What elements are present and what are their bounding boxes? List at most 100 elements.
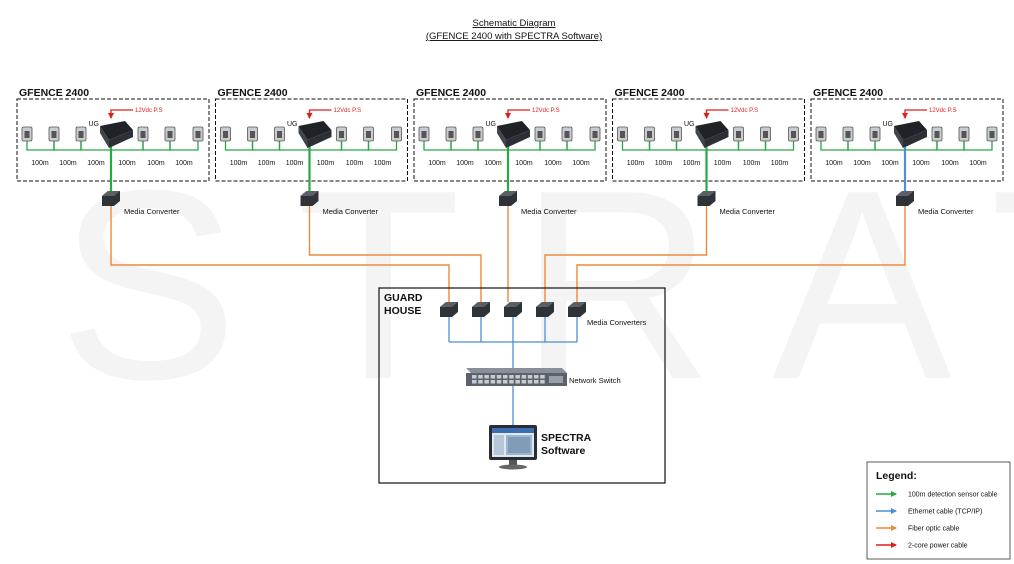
fiber-optic-cable [308, 206, 482, 302]
zone-boundary [16, 98, 210, 182]
distance-label: 100m [683, 160, 701, 167]
sensor-icon [561, 126, 573, 142]
distance-label: 100m [912, 160, 930, 167]
media-converter-icon [499, 191, 517, 206]
sensor-icon [247, 126, 258, 142]
legend-item-label: 100m detection sensor cable [908, 492, 998, 499]
sensor-icon [48, 126, 60, 142]
distance-label: 100m [118, 160, 136, 167]
guard-house: GUARD HOUSE Media Converters Network Swi… [378, 287, 666, 484]
fiber-optic-cable [544, 206, 708, 302]
legend-item-label: Fiber optic cable [908, 526, 959, 533]
network-switch-label: Network Switch [569, 376, 621, 385]
distance-label: 100m [317, 160, 335, 167]
ug-controller-icon [695, 121, 729, 148]
media-converter-icon [472, 302, 490, 317]
ug-controller-icon [497, 121, 530, 148]
media-converter-icon [440, 302, 458, 317]
distance-label: 100m [428, 160, 446, 167]
distance-label: 100m [286, 160, 304, 167]
media-converter-icon [896, 191, 914, 206]
sensor-icon [760, 126, 771, 142]
media-converter-label: Media Converter [521, 207, 577, 216]
ug-label: UG [684, 121, 695, 128]
distance-label: 100m [87, 160, 105, 167]
zone-title: GFENCE 2400 [416, 87, 486, 99]
fiber-optic-cable [576, 206, 906, 302]
sensor-icon [589, 126, 601, 142]
power-cable [902, 109, 927, 119]
ug-label: UG [883, 121, 894, 128]
media-converters-label: Media Converters [587, 318, 646, 327]
network-switch-icon [466, 368, 567, 386]
media-converter-icon [568, 302, 586, 317]
zone-title: GFENCE 2400 [19, 87, 89, 99]
distance-label: 100m [374, 160, 392, 167]
power-supply-label: 12Vdc P.S [334, 108, 362, 114]
sensor-icon [164, 126, 176, 142]
sensor-icon [274, 126, 285, 142]
distance-label: 100m [853, 160, 871, 167]
spectra-software-subtitle: Software [541, 445, 586, 457]
sensor-icon [815, 126, 827, 142]
distance-label: 100m [346, 160, 364, 167]
sensor-runs [26, 141, 199, 151]
sensor-icon [842, 126, 854, 142]
distance-label: 100m [627, 160, 645, 167]
media-converter-icon [102, 191, 120, 206]
zone-boundary [413, 98, 607, 182]
sensor-icon [192, 126, 204, 142]
media-converter-label: Media Converter [720, 207, 776, 216]
media-converter-label: Media Converter [323, 207, 379, 216]
distance-label: 100m [771, 160, 789, 167]
media-converter-icon [300, 191, 319, 206]
sensor-icon [788, 126, 799, 142]
sensor-runs [820, 141, 993, 151]
sensor-icon [445, 126, 457, 142]
guard-house-converters [440, 302, 586, 425]
sensor-icon [336, 126, 347, 142]
sensor-icon [986, 126, 998, 142]
distance-label: 100m [941, 160, 959, 167]
sensor-cable [169, 141, 199, 151]
sensor-icon [21, 126, 33, 142]
power-supply-label: 12Vdc P.S [731, 108, 759, 114]
sensor-icon [137, 126, 149, 142]
sensor-icon [363, 126, 374, 142]
legend-item-label: Ethernet cable (TCP/IP) [908, 509, 982, 516]
zone-boundary [612, 98, 805, 182]
monitor-icon [489, 425, 537, 470]
sensor-icon [472, 126, 484, 142]
ug-label: UG [486, 121, 497, 128]
distance-label: 100m [456, 160, 474, 167]
diagram-subtitle: (GFENCE 2400 with SPECTRA Software) [426, 31, 602, 42]
distance-label: 100m [655, 160, 673, 167]
fiber-optic-cable [110, 206, 450, 302]
power-cable [108, 109, 133, 119]
power-supply-label: 12Vdc P.S [929, 108, 957, 114]
sensor-icon [418, 126, 430, 142]
distance-label: 100m [969, 160, 987, 167]
sensor-cable [764, 141, 795, 151]
sensor-icon [220, 126, 231, 142]
distance-label: 100m [825, 160, 843, 167]
zone-boundary [810, 98, 1004, 182]
fence-zones: GFENCE 2400 100m 100m 100m 100m 100m 100m UG 12V… [16, 87, 1004, 216]
guard-house-title-2: HOUSE [384, 305, 421, 317]
distance-label: 100m [484, 160, 502, 167]
sensor-icon [958, 126, 970, 142]
distance-label: 100m [544, 160, 562, 167]
legend-item-label: 2-core power cable [908, 543, 968, 550]
distance-label: 100m [258, 160, 276, 167]
distance-label: 100m [59, 160, 77, 167]
zone-title: GFENCE 2400 [615, 87, 685, 99]
sensor-icon [869, 126, 881, 142]
media-converter-icon [697, 191, 716, 206]
distance-label: 100m [31, 160, 49, 167]
